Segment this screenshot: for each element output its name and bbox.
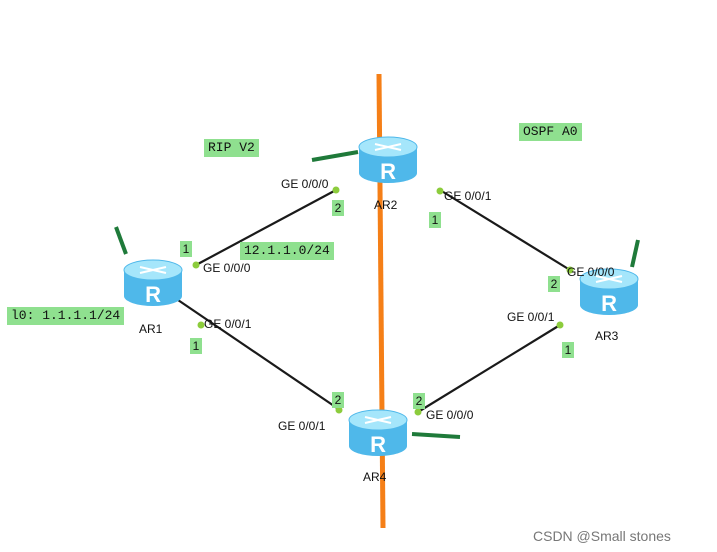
link-end-number-ar4-g001: 2	[332, 392, 344, 408]
port-dot-ar2-g000	[332, 186, 340, 194]
router-ar3-name: AR3	[595, 329, 619, 343]
router-ar4-icon[interactable]: R	[348, 409, 408, 457]
link-end-number-ar2-g000: 2	[332, 200, 344, 216]
interface-label-ar2-g000: GE 0/0/0	[281, 177, 329, 191]
interface-label-ar4-g000: GE 0/0/0	[426, 408, 474, 422]
link-end-number-ar3-g000: 2	[548, 276, 560, 292]
stub-ar1	[114, 226, 128, 255]
link-end-number-ar1-g001: 1	[190, 338, 202, 354]
port-dot-ar4-g001	[335, 406, 343, 414]
network-label-ar1-ar2: 12.1.1.0/24	[240, 242, 334, 260]
router-ar3-glyph: R	[601, 291, 617, 316]
router-ar3-icon[interactable]: R	[579, 268, 639, 316]
stub-ar4	[411, 432, 461, 439]
link-end-number-ar3-g001: 1	[562, 342, 574, 358]
watermark: CSDN @Small stones	[533, 528, 671, 544]
router-ar4-glyph: R	[370, 432, 386, 457]
interface-label-ar3-g000: GE 0/0/0	[567, 265, 615, 279]
area-label-ospf: OSPF A0	[519, 123, 582, 141]
port-dot-ar1-g000	[192, 261, 200, 269]
link-ar2-ar3	[439, 189, 571, 271]
link-end-number-ar1-g000: 1	[180, 241, 192, 257]
interface-label-ar2-g001: GE 0/0/1	[444, 189, 492, 203]
interface-label-ar1-g001: GE 0/0/1	[204, 317, 252, 331]
link-ar1-ar4	[177, 299, 341, 411]
stub-ar3	[630, 239, 640, 268]
router-ar2-name: AR2	[374, 198, 398, 212]
link-end-number-ar4-g000: 2	[413, 393, 425, 409]
router-ar2-icon[interactable]: R	[358, 136, 418, 184]
router-ar1-glyph: R	[145, 282, 161, 307]
port-dot-ar2-g001	[436, 187, 444, 195]
router-ar1-icon[interactable]: R	[123, 259, 183, 307]
loopback-label-ar1: l0: 1.1.1.1/24	[7, 307, 125, 325]
port-dot-ar3-g001	[556, 321, 564, 329]
port-dot-ar1-g001	[197, 321, 205, 329]
interface-label-ar3-g001: GE 0/0/1	[507, 310, 555, 324]
area-label-rip: RIP V2	[204, 139, 259, 157]
port-dot-ar4-g000	[414, 408, 422, 416]
router-ar2-glyph: R	[380, 159, 396, 184]
stub-ar2	[311, 150, 359, 162]
link-end-number-ar2-g001: 1	[429, 212, 441, 228]
interface-label-ar4-g001: GE 0/0/1	[278, 419, 326, 433]
router-ar4-name: AR4	[363, 470, 387, 484]
interface-label-ar1-g000: GE 0/0/0	[203, 261, 251, 275]
link-ar1-ar2	[195, 189, 337, 266]
router-ar1-name: AR1	[139, 322, 163, 336]
port-dot-ar3-g000	[566, 266, 574, 274]
link-ar3-ar4	[417, 324, 561, 413]
